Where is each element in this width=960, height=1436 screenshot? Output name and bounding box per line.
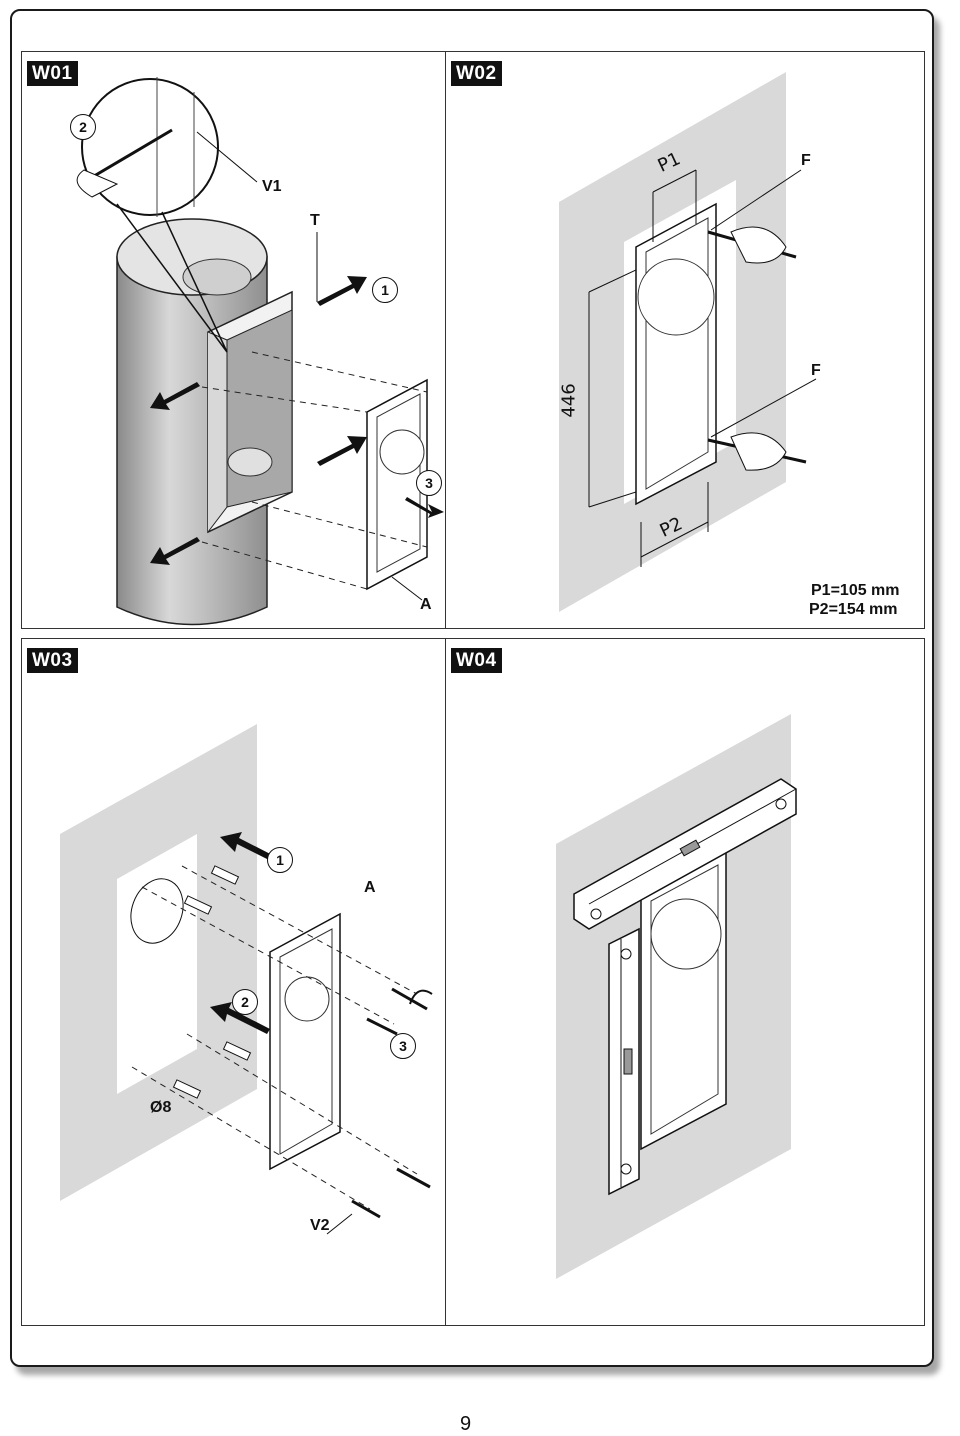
step-badge-1: 1 [372,277,398,303]
wall-marking-illustration [559,72,817,612]
panel-tag-w02: W02 [451,61,502,86]
panel-w03: W03 1 2 3 A Ø8 V2 [21,638,446,1326]
panel-w01: W01 2 1 3 V1 T A [21,51,446,629]
note-p2: P2=154 mm [809,601,898,618]
step-badge-1: 1 [267,847,293,873]
step-badge-2: 2 [232,989,258,1015]
step-badge-3: 3 [416,470,442,496]
step-badge-3: 3 [390,1033,416,1059]
label-diameter: Ø8 [150,1099,172,1116]
panel-w04: W04 [445,638,925,1326]
label-v1: V1 [262,178,282,195]
panel-tag-w03: W03 [27,648,78,673]
label-a: A [364,879,376,896]
note-p1: P1=105 mm [811,582,900,599]
panel-tag-w01: W01 [27,61,78,86]
label-f-top: F [801,152,811,169]
label-dimension-446: 446 [558,383,580,418]
panel-tag-w04: W04 [451,648,502,673]
panel-w02: W02 P1 P2 446 F F P1=105 mm P2=154 mm [445,51,925,629]
label-t: T [310,212,320,229]
page-number: 9 [460,1413,472,1435]
step-badge-2: 2 [70,114,96,140]
label-v2: V2 [310,1217,330,1234]
instruction-sheet: W01 2 1 3 V1 T A [10,9,934,1367]
bracket-fixing-illustration [60,724,433,1235]
spirit-level-illustration [556,714,797,1279]
hood-bracket-illustration [76,77,444,626]
label-a: A [420,596,432,613]
label-f-bottom: F [811,362,821,379]
